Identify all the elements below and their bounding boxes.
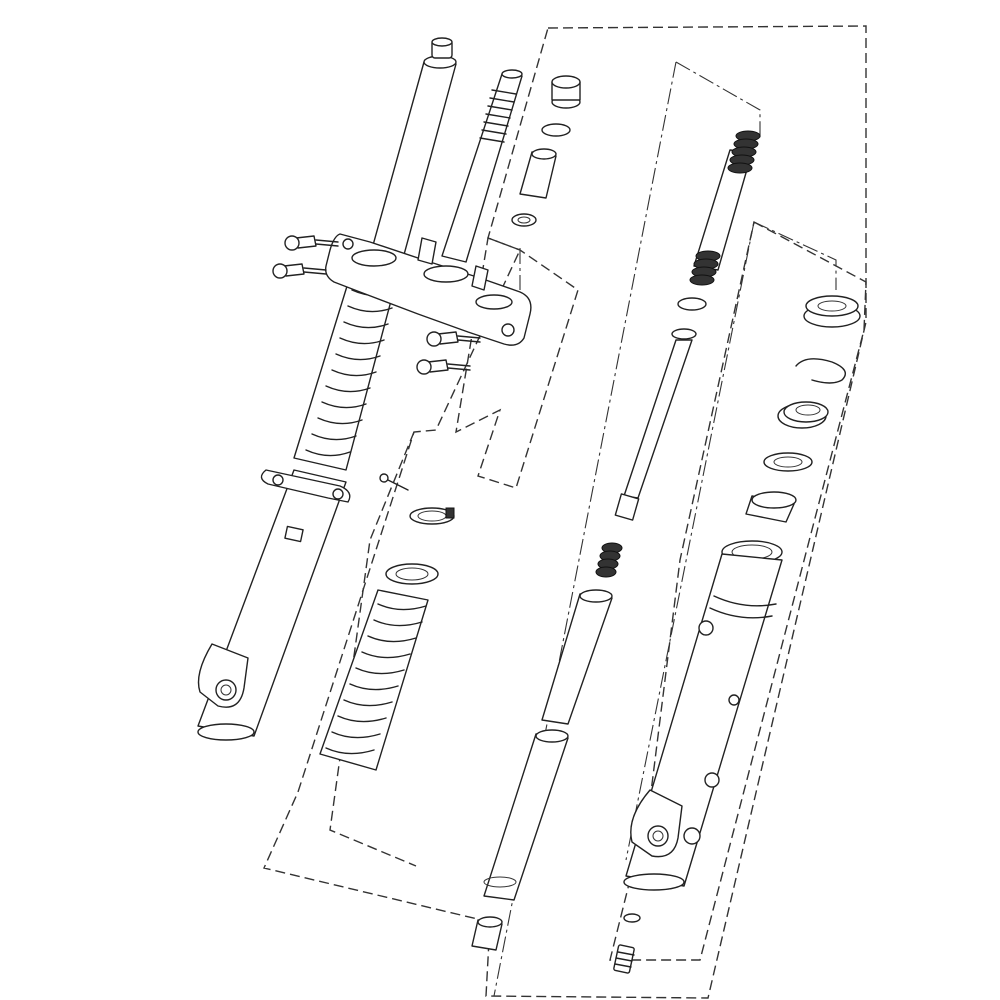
steering-stem-tube [441, 69, 523, 263]
oil-seal [777, 401, 829, 429]
fork-spring [689, 130, 761, 286]
outer-group-outline [263, 25, 867, 999]
damper-rod [614, 328, 697, 521]
rebound-spring [595, 542, 623, 578]
assembled-slider [197, 469, 351, 741]
drain-washer [623, 913, 641, 923]
outer-slider [623, 540, 783, 891]
leader-line-1 [675, 61, 761, 140]
top-cap-nut [551, 75, 581, 109]
clamp-bolt-3 [426, 331, 481, 347]
leader-line-3 [625, 221, 755, 861]
spring-seat-washer [511, 213, 537, 227]
clamp-bolt-2 [272, 263, 327, 279]
guide-bushing [745, 491, 797, 523]
hose-clip [379, 473, 455, 525]
clamp-group-outline [455, 237, 579, 489]
top-o-ring [541, 123, 571, 137]
lower-bellows [319, 563, 439, 771]
assembled-fork-leg [197, 37, 457, 741]
clamp-bolt-4 [416, 359, 471, 375]
leader-line-4 [753, 221, 837, 290]
slider-group-outline [609, 220, 867, 961]
lower-triple-clamp [324, 233, 532, 346]
slide-bushing [471, 916, 503, 951]
spring-lower-coils [689, 250, 721, 286]
clamp-bolts [272, 235, 481, 375]
clamp-bolt-1 [284, 235, 339, 251]
dust-seal [803, 295, 861, 328]
seal-washer [763, 452, 813, 472]
spacer-tube [519, 148, 557, 199]
inner-fork-tube [541, 589, 613, 725]
inner-tube [369, 61, 457, 263]
spring-upper-coils [727, 130, 761, 174]
inner-tube-lower [483, 729, 569, 901]
circlip [795, 358, 846, 384]
damper-bolt [613, 944, 635, 974]
upper-bellows [293, 269, 397, 471]
spring-washer [677, 297, 707, 311]
